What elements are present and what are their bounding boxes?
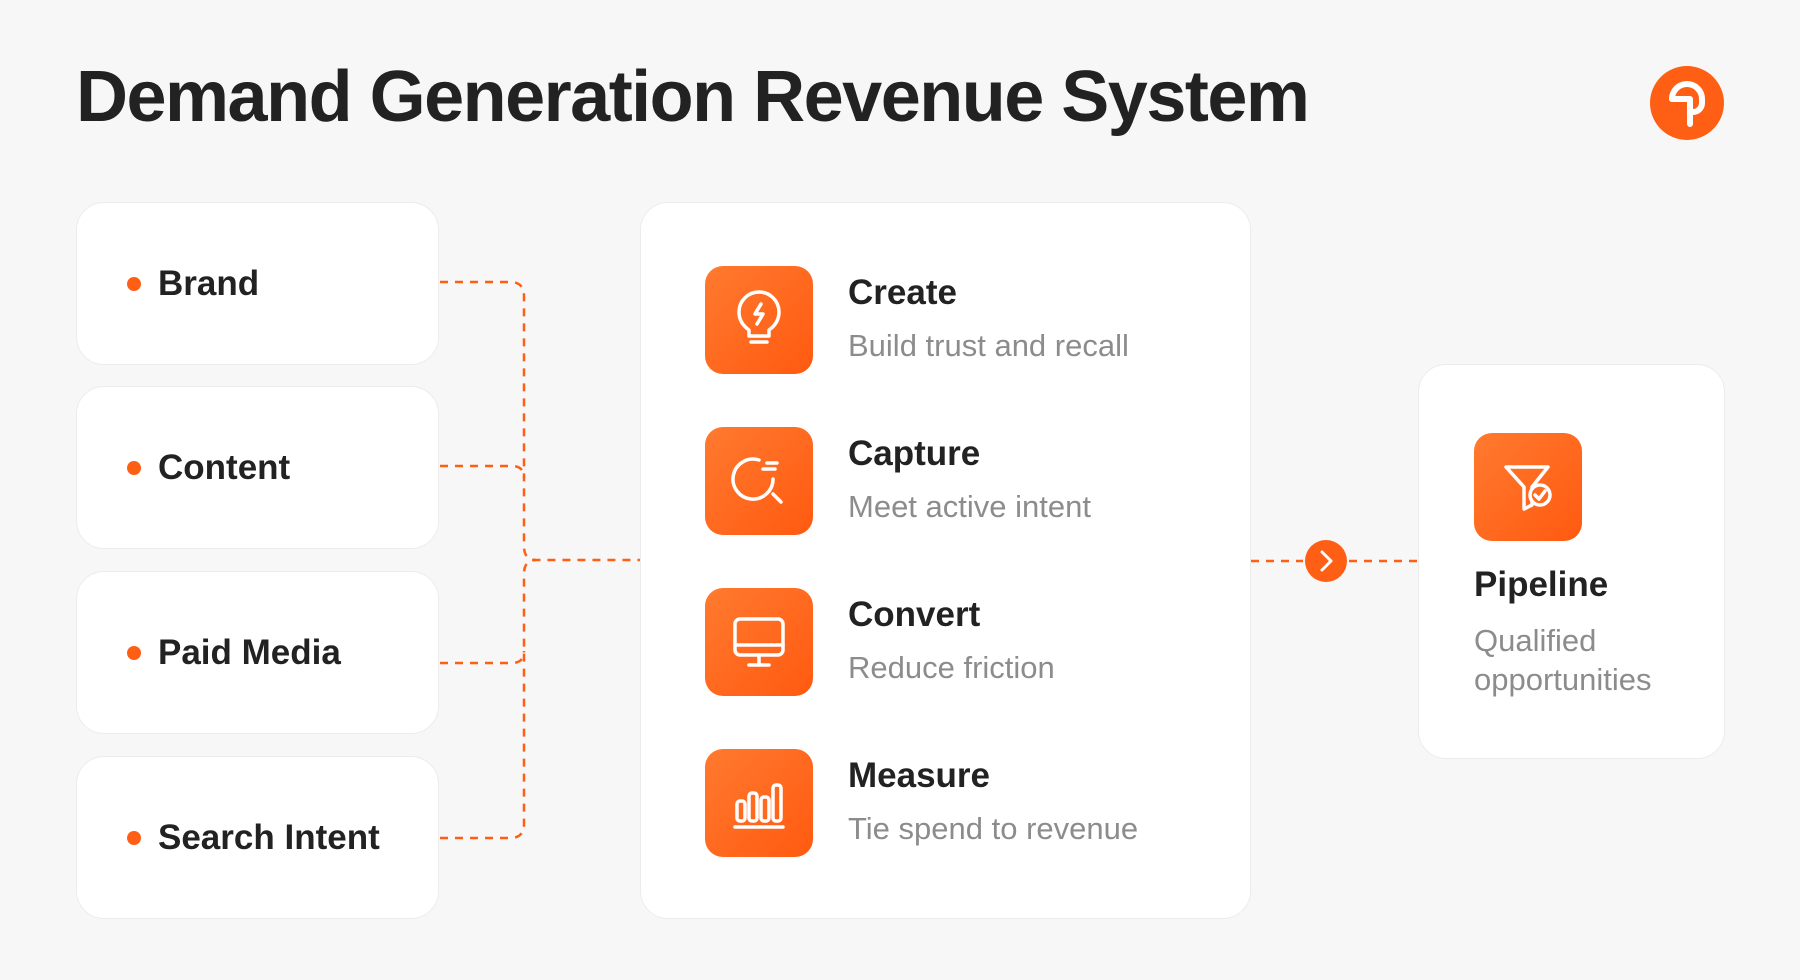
process-card: Create Build trust and recall Capture Me… <box>640 202 1251 919</box>
source-card-search-intent: Search Intent <box>76 756 439 919</box>
chevron-right-icon <box>1320 550 1333 572</box>
source-label: Content <box>158 447 291 487</box>
step-convert: Convert Reduce friction <box>705 588 1225 696</box>
output-name: Pipeline <box>1474 565 1609 604</box>
source-card-paid-media: Paid Media <box>76 571 439 734</box>
step-description: Build trust and recall <box>848 328 1129 363</box>
step-create: Create Build trust and recall <box>705 266 1225 374</box>
connector-content <box>440 464 526 479</box>
output-description: Qualified opportunities <box>1474 623 1652 697</box>
step-name: Convert <box>848 595 981 634</box>
step-name: Capture <box>848 434 981 473</box>
page-title: Demand Generation Revenue System <box>76 57 1310 137</box>
step-name: Measure <box>848 756 991 795</box>
bullet-dot <box>127 460 141 475</box>
bar-chart-icon <box>705 749 813 857</box>
bullet-dot <box>127 645 141 660</box>
brand-logo-icon <box>1650 66 1724 140</box>
step-description: Meet active intent <box>848 489 1091 524</box>
step-description: Tie spend to revenue <box>848 811 1139 846</box>
step-description: Reduce friction <box>848 650 1055 685</box>
source-label: Brand <box>158 263 260 303</box>
source-card-content: Content <box>76 386 439 549</box>
magnifier-icon <box>705 427 813 535</box>
monitor-icon <box>705 588 813 696</box>
bullet-dot <box>127 830 141 845</box>
source-label: Paid Media <box>158 632 341 672</box>
source-label: Search Intent <box>158 817 380 857</box>
step-name: Create <box>848 273 957 312</box>
output-card-pipeline: Pipeline Qualified opportunities <box>1418 364 1725 759</box>
lightbulb-icon <box>705 266 813 374</box>
source-card-brand: Brand <box>76 202 439 365</box>
step-measure: Measure Tie spend to revenue <box>705 749 1225 857</box>
bullet-dot <box>127 276 141 291</box>
connector-paid-media <box>440 650 526 665</box>
connector-search-intent <box>440 558 537 840</box>
connector-brand <box>440 280 640 562</box>
step-capture: Capture Meet active intent <box>705 427 1225 535</box>
flow-arrow <box>1305 540 1347 582</box>
funnel-check-icon <box>1474 433 1582 541</box>
